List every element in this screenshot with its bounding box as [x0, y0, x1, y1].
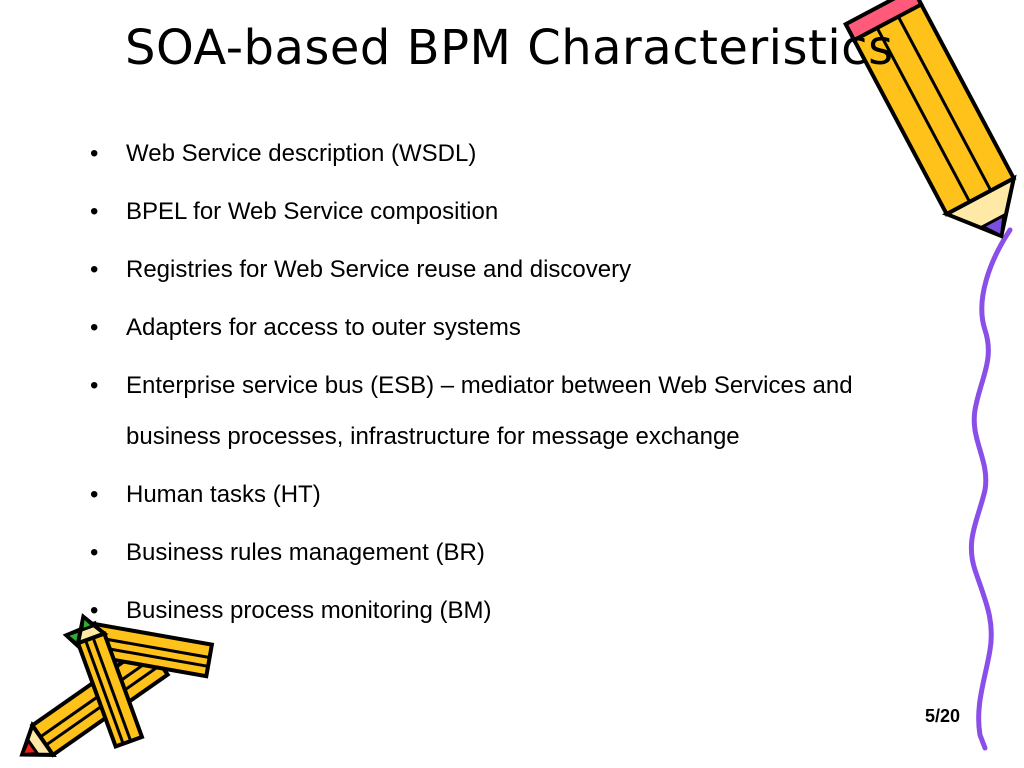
bullet-item: BPEL for Web Service composition — [90, 186, 950, 237]
bullet-item: Human tasks (HT) — [90, 469, 950, 520]
bullet-item: Enterprise service bus (ESB) – mediator … — [90, 360, 950, 462]
slide-title: SOA-based BPM Characteristics — [125, 20, 894, 76]
bullet-item: Business process monitoring (BM) — [90, 585, 950, 636]
bullet-item: Business rules management (BR) — [90, 527, 950, 578]
bullet-item: Adapters for access to outer systems — [90, 302, 950, 353]
bullet-item: Registries for Web Service reuse and dis… — [90, 244, 950, 295]
page-number: 5/20 — [924, 706, 960, 726]
bullet-item: Web Service description (WSDL) — [90, 128, 950, 179]
bullet-list: Web Service description (WSDL) BPEL for … — [90, 128, 950, 643]
